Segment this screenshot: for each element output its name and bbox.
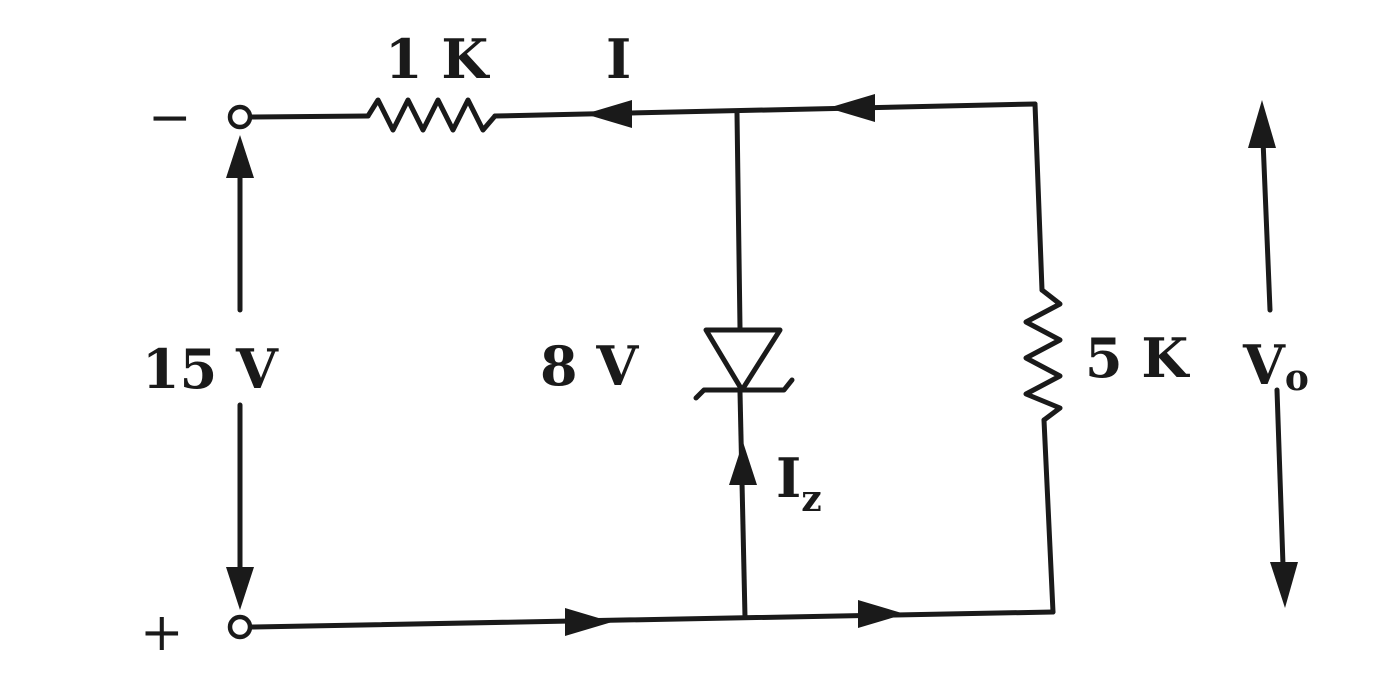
zener-current-arrow xyxy=(729,442,757,485)
source-voltage-arrowhead-up xyxy=(226,135,254,178)
load-resistor-label: 5 K xyxy=(1085,326,1190,390)
wire-right-upper xyxy=(1032,101,1045,293)
output-voltage-arrowhead-up xyxy=(1248,100,1276,148)
output-voltage-main: V xyxy=(1242,333,1286,397)
load-resistor-5k xyxy=(1023,287,1063,423)
wire-right-lower xyxy=(1041,417,1056,615)
output-voltage-subscript: o xyxy=(1285,357,1309,399)
wire-top-left xyxy=(249,113,371,120)
zener-bar xyxy=(693,377,795,401)
wire-bottom xyxy=(249,609,1056,630)
current-arrow-top-left xyxy=(585,100,632,128)
zener-diode xyxy=(703,327,783,393)
series-resistor-label: 1 K xyxy=(385,27,490,91)
negative-terminal xyxy=(227,104,253,130)
current-arrow-bottom-left xyxy=(565,608,612,636)
current-arrow-bottom-right xyxy=(858,600,905,628)
source-voltage-arrowhead-down xyxy=(226,567,254,610)
output-voltage-label: Vo xyxy=(1242,333,1309,399)
wire-zener-upper xyxy=(734,110,743,331)
current-label: I xyxy=(606,27,631,91)
zener-current-subscript: z xyxy=(801,478,821,520)
zener-current-main: I xyxy=(776,446,801,510)
negative-terminal-label: − xyxy=(148,88,192,148)
series-resistor-1k xyxy=(365,97,498,133)
current-arrow-top-right xyxy=(828,94,875,122)
positive-terminal-label: + xyxy=(140,603,184,663)
source-voltage-label: 15 V xyxy=(142,337,279,401)
output-voltage-arrowhead-down xyxy=(1270,562,1298,608)
wire-zener-lower xyxy=(737,389,748,620)
positive-terminal xyxy=(227,614,253,640)
wire-top-right xyxy=(492,101,1038,119)
output-voltage-arrow-upper xyxy=(1260,137,1273,313)
zener-voltage-label: 8 V xyxy=(540,334,639,398)
zener-current-label: Iz xyxy=(776,446,822,520)
output-voltage-arrow-lower xyxy=(1274,387,1286,568)
